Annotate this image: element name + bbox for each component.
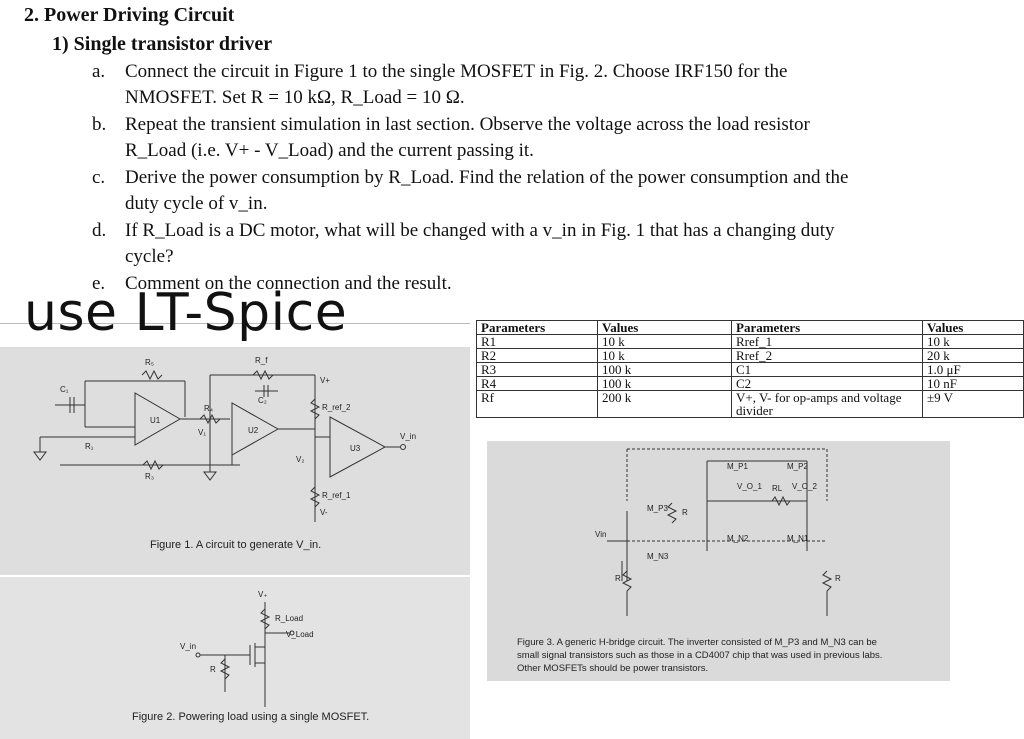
table-row: R1 10 k Rref_1 10 k — [476, 334, 1024, 349]
fig3-label-r-right: R — [835, 574, 841, 583]
fig3-label-vo2: V_O_2 — [792, 482, 817, 491]
caption-line: Figure 3. A generic H-bridge circuit. Th… — [517, 637, 877, 648]
list-marker: a. — [92, 61, 106, 82]
table-cell: R1 — [476, 334, 598, 349]
table-cell: 200 k — [597, 390, 732, 418]
table-cell: C1 — [731, 362, 923, 377]
table-cell: R3 — [476, 362, 598, 377]
figure-1-caption: Figure 1. A circuit to generate V_in. — [150, 539, 322, 551]
table-cell: 1.0 μF — [922, 362, 1024, 377]
list-marker: d. — [92, 220, 107, 241]
fig3-label-r-mid: R — [682, 508, 688, 517]
item-line: Derive the power consumption by R_Load. … — [125, 167, 849, 188]
table-header: Values — [922, 320, 1024, 335]
item-line: Comment on the connection and the result… — [125, 273, 452, 294]
table-cell: R4 — [476, 376, 598, 391]
table-cell: C2 — [731, 376, 923, 391]
fig3-label-mn1: M_N1 — [787, 534, 809, 543]
figure-3-caption: Figure 3. A generic H-bridge circuit. Th… — [517, 636, 882, 675]
fig1-label-r5: R₅ — [145, 358, 154, 367]
item-line: Connect the circuit in Figure 1 to the s… — [125, 61, 788, 82]
divider — [0, 323, 470, 324]
fig1-label-rref1: R_ref_1 — [322, 491, 351, 500]
list-marker: c. — [92, 167, 106, 188]
table-cell: ±9 V — [922, 390, 1024, 418]
fig1-label-c2: C₂ — [258, 396, 267, 405]
fig3-label-rl: RL — [772, 484, 783, 493]
table-header: Parameters — [731, 320, 923, 335]
table-header-row: Parameters Values Parameters Values — [476, 320, 1024, 335]
figure-2-caption: Figure 2. Powering load using a single M… — [132, 711, 370, 723]
table-cell: Rf — [476, 390, 598, 418]
table-cell: R2 — [476, 348, 598, 363]
fig1-label-v1: V₁ — [198, 428, 206, 437]
table-cell: 10 k — [597, 334, 732, 349]
fig3-label-mp3: M_P3 — [647, 504, 668, 513]
table-header: Parameters — [476, 320, 598, 335]
table-cell: V+, V- for op-amps and voltage divider — [731, 390, 923, 418]
fig3-label-mp2: M_P2 — [787, 462, 808, 471]
item-line: cycle? — [125, 246, 174, 267]
table-cell: 100 k — [597, 376, 732, 391]
fig2-label-rload: R_Load — [275, 614, 303, 623]
item-line: Repeat the transient simulation in last … — [125, 114, 810, 135]
fig1-label-u1: U1 — [150, 416, 161, 425]
fig3-label-vin: Vin — [595, 530, 606, 539]
list-marker: b. — [92, 114, 107, 135]
table-cell: 10 k — [922, 334, 1024, 349]
caption-line: small signal transistors such as those i… — [517, 650, 883, 661]
subsection-title: 1) Single transistor driver — [52, 33, 273, 55]
fig1-label-u2: U2 — [248, 426, 259, 435]
fig3-label-mn2: M_N2 — [727, 534, 749, 543]
fig1-label-r3: R₃ — [145, 472, 154, 481]
figure-1: R₅ R_f C₁ C₂ R₄ R₁ R₃ V₁ V₂ U1 U2 U3 V+ … — [0, 347, 470, 575]
fig1-label-r4: R₄ — [204, 404, 213, 413]
caption-line: Other MOSFETs should be power transistor… — [517, 663, 709, 674]
fig2-label-r: R — [210, 665, 216, 674]
item-line: If R_Load is a DC motor, what will be ch… — [125, 220, 835, 241]
table-header: Values — [597, 320, 732, 335]
fig1-label-vminus: V- — [320, 508, 328, 517]
fig1-label-rf: R_f — [255, 356, 268, 365]
fig2-label-vin: V_in — [180, 642, 196, 651]
figure-3-schematic: M_P1 M_P2 M_P3 M_N1 M_N2 M_N3 V_O_1 V_O_… — [595, 448, 841, 616]
table-cell: Rref_1 — [731, 334, 923, 349]
figure-3: M_P1 M_P2 M_P3 M_N1 M_N2 M_N3 V_O_1 V_O_… — [487, 441, 950, 681]
figure-2: V₊ R_Load V_Load V_in R Figure 2. Poweri… — [0, 577, 470, 739]
figure-1-schematic: R₅ R_f C₁ C₂ R₄ R₁ R₃ V₁ V₂ U1 U2 U3 V+ … — [33, 356, 416, 522]
fig1-label-vin: V_in — [400, 432, 416, 441]
table-cell: 20 k — [922, 348, 1024, 363]
list-marker: e. — [92, 273, 106, 294]
table-cell: 10 k — [597, 348, 732, 363]
item-line: R_Load (i.e. V+ - V_Load) and the curren… — [125, 140, 534, 161]
fig1-label-r1: R₁ — [85, 442, 94, 451]
fig2-label-vplus: V₊ — [258, 590, 268, 599]
item-line: NMOSFET. Set R = 10 kΩ, R_Load = 10 Ω. — [125, 87, 465, 108]
fig2-label-vload: V_Load — [286, 630, 314, 639]
figure-2-schematic: V₊ R_Load V_Load V_in R — [180, 590, 314, 707]
fig1-label-c1: C₁ — [60, 385, 69, 394]
table-row: R4 100 k C2 10 nF — [476, 376, 1024, 391]
table-cell: 10 nF — [922, 376, 1024, 391]
table-cell: 100 k — [597, 362, 732, 377]
parameters-table: Parameters Values Parameters Values R1 1… — [476, 320, 1024, 418]
fig3-label-r-left: R — [615, 574, 621, 583]
table-cell: Rref_2 — [731, 348, 923, 363]
table-row: R2 10 k Rref_2 20 k — [476, 348, 1024, 363]
fig1-label-v2: V₂ — [296, 455, 304, 464]
fig1-label-vplus: V+ — [320, 376, 330, 385]
handwritten-note: use LT-Spice — [24, 283, 348, 343]
fig1-label-rref2: R_ref_2 — [322, 403, 351, 412]
fig3-label-vo1: V_O_1 — [737, 482, 762, 491]
table-row: Rf 200 k V+, V- for op-amps and voltage … — [476, 390, 1024, 418]
fig3-label-mp1: M_P1 — [727, 462, 748, 471]
fig1-label-u3: U3 — [350, 444, 361, 453]
section-title: 2. Power Driving Circuit — [24, 4, 235, 26]
fig3-label-mn3: M_N3 — [647, 552, 669, 561]
item-line: duty cycle of v_in. — [125, 193, 268, 214]
table-row: R3 100 k C1 1.0 μF — [476, 362, 1024, 377]
